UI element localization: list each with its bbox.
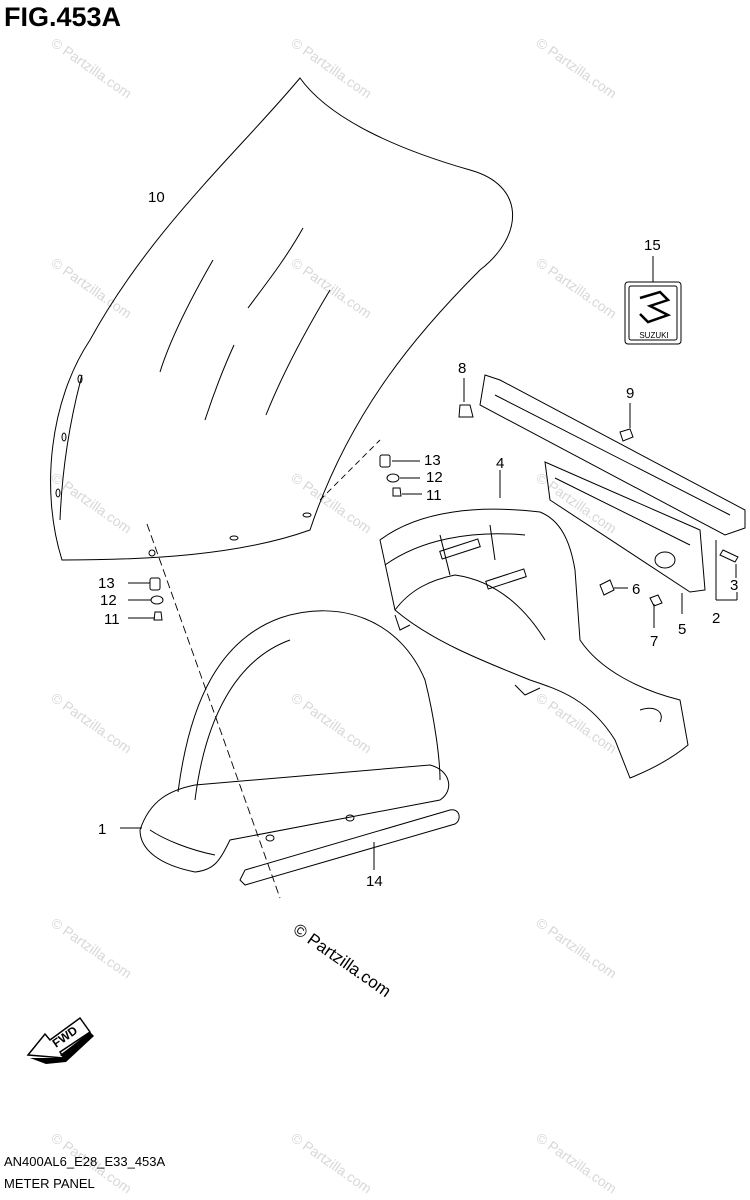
callout-13: 13	[98, 575, 115, 592]
upper-bracket	[479, 374, 746, 601]
watermark: © Partzilla.com	[533, 469, 619, 536]
watermark: © Partzilla.com	[288, 469, 374, 536]
callout-10: 10	[148, 189, 165, 206]
lower-screen	[120, 610, 460, 886]
callout-9: 9	[626, 385, 634, 402]
watermark: © Partzilla.com	[533, 689, 619, 756]
watermark: © Partzilla.com	[533, 254, 619, 321]
watermark: © Partzilla.com	[533, 34, 619, 101]
meter-panel-housing	[379, 470, 689, 779]
callout-6: 6	[632, 581, 640, 598]
figure-name: METER PANEL	[4, 1176, 95, 1191]
callout-4: 4	[496, 455, 504, 472]
callout-2: 2	[712, 610, 720, 627]
watermark: © Partzilla.com	[48, 914, 134, 981]
emblem-plate: SUZUKI	[624, 256, 682, 345]
callout-7: 7	[650, 633, 658, 650]
callout-12: 12	[100, 592, 117, 609]
watermark: © Partzilla.com	[288, 1129, 374, 1196]
callout-15: 15	[644, 237, 661, 254]
callouts: 1 2 3 4 5 6 7 8 9 10 11 12 13 11 12 13 1…	[98, 189, 738, 890]
callout-3: 3	[730, 577, 738, 594]
figure-title: FIG.453A	[4, 2, 122, 32]
watermark: © Partzilla.com	[288, 689, 374, 756]
fwd-arrow: FWD	[26, 1016, 94, 1064]
callout-11: 11	[426, 487, 442, 504]
callout-14: 14	[366, 873, 383, 890]
callout-12: 12	[426, 469, 443, 486]
guide-lines	[146, 439, 381, 899]
hardware-left	[128, 577, 164, 621]
watermark: © Partzilla.com	[288, 254, 374, 321]
watermark: © Partzilla.com	[288, 34, 374, 101]
watermark: © Partzilla.com	[533, 1129, 619, 1196]
center-watermark: © Partzilla.com	[290, 920, 395, 1001]
watermarks: © Partzilla.com © Partzilla.com © Partzi…	[48, 34, 619, 1196]
callout-11: 11	[104, 611, 120, 628]
hardware-right	[379, 454, 422, 497]
watermark: © Partzilla.com	[48, 34, 134, 101]
callout-8: 8	[458, 360, 466, 377]
small-parts	[458, 378, 739, 628]
callout-5: 5	[678, 621, 686, 638]
callout-1: 1	[98, 821, 106, 838]
figure-code: AN400AL6_E28_E33_453A	[4, 1154, 166, 1169]
windscreen-outline	[50, 77, 514, 561]
watermark: © Partzilla.com	[533, 914, 619, 981]
bracket	[544, 461, 706, 614]
emblem-text: SUZUKI	[639, 331, 668, 340]
callout-13: 13	[424, 452, 441, 469]
watermark: © Partzilla.com	[48, 689, 134, 756]
